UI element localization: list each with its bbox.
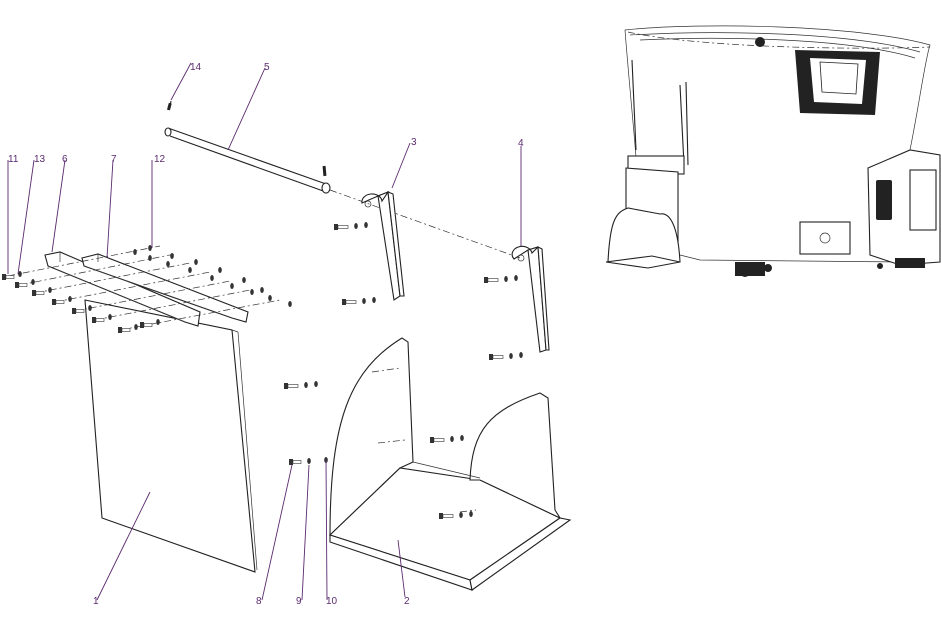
bolt — [334, 224, 349, 230]
washer — [362, 298, 366, 304]
callout-11: 11 — [8, 154, 19, 165]
washer — [314, 381, 318, 387]
bolt — [140, 322, 153, 328]
washer — [170, 253, 174, 259]
part-6-clamp-bar — [44, 251, 201, 327]
clamp-bolt-set — [2, 245, 292, 333]
part-3-hinge-bracket — [361, 190, 405, 301]
bolt — [289, 459, 302, 465]
bolt — [284, 383, 299, 389]
washer — [18, 271, 22, 277]
washer — [194, 259, 198, 265]
callout-3: 3 — [411, 137, 417, 148]
bolt — [32, 290, 45, 296]
callout-14: 14 — [190, 62, 202, 73]
washer — [469, 511, 473, 517]
washer — [188, 267, 192, 273]
washer — [268, 295, 272, 301]
washer — [504, 276, 508, 282]
callout-6: 6 — [62, 154, 68, 165]
leader-lines — [7, 62, 522, 601]
washer — [68, 296, 72, 302]
washer — [519, 352, 523, 358]
washer — [133, 249, 137, 255]
bolt — [484, 277, 499, 283]
washer — [48, 287, 52, 293]
washer — [134, 324, 138, 330]
washer — [148, 255, 152, 261]
washer — [250, 289, 254, 295]
washer — [460, 435, 464, 441]
bolt — [430, 437, 445, 443]
washer — [230, 283, 234, 289]
chute-bolt-set — [284, 381, 473, 519]
callout-1: 1 — [93, 596, 99, 607]
part-14-pin — [166, 100, 327, 177]
washer — [288, 301, 292, 307]
part-2-chute — [328, 337, 572, 591]
part-7-clamp-bar — [81, 253, 249, 323]
clamp-bolt-axis-lines — [7, 245, 281, 331]
washer — [307, 458, 311, 464]
bolt — [52, 299, 65, 305]
part-4-hinge-bracket — [511, 245, 550, 353]
washer — [372, 297, 376, 303]
washer — [31, 279, 35, 285]
bolt — [15, 282, 28, 288]
callout-5: 5 — [264, 62, 270, 73]
washer — [242, 277, 246, 283]
callout-12: 12 — [154, 154, 166, 165]
callout-10: 10 — [326, 596, 338, 607]
washer — [354, 223, 358, 229]
washer — [514, 275, 518, 281]
callout-2: 2 — [404, 596, 410, 607]
washer — [450, 436, 454, 442]
bolt — [92, 317, 105, 323]
washer — [148, 245, 152, 251]
bolt — [439, 513, 454, 519]
washer — [88, 305, 92, 311]
assembled-machine-inset — [605, 25, 941, 277]
washer — [509, 353, 513, 359]
washer — [459, 512, 463, 518]
callout-labels: 1 2 3 4 5 6 7 8 9 10 11 12 13 14 — [8, 62, 524, 607]
bolt — [72, 308, 85, 314]
washer — [166, 261, 170, 267]
callout-13: 13 — [34, 154, 46, 165]
bolt — [2, 274, 15, 280]
bolt — [118, 327, 131, 333]
bracket-bolt-set — [334, 222, 523, 360]
washer — [364, 222, 368, 228]
washer — [218, 267, 222, 273]
callout-7: 7 — [111, 154, 117, 165]
washer — [210, 275, 214, 281]
callout-9: 9 — [296, 596, 302, 607]
callout-4: 4 — [518, 138, 524, 149]
rod-axis-line — [329, 189, 521, 259]
washer — [108, 314, 112, 320]
part-5-rod — [164, 127, 331, 194]
part-1-flap-sheet — [84, 299, 258, 573]
washer — [260, 287, 264, 293]
chute-axis-lines — [371, 367, 477, 513]
washer — [156, 319, 160, 325]
bolt — [489, 354, 504, 360]
bolt — [342, 299, 357, 305]
callout-8: 8 — [256, 596, 262, 607]
washer — [304, 382, 308, 388]
